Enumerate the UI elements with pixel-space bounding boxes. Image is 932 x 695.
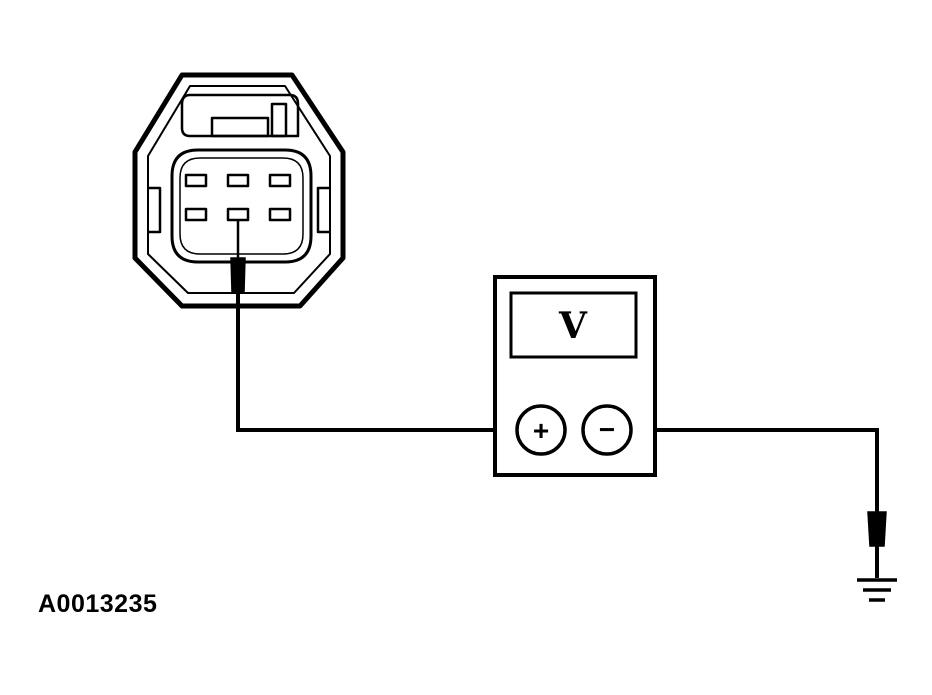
pin-terminal [184,207,208,222]
connector-outer-housing [132,72,346,309]
positive-lead-wire [236,292,516,432]
probe-tip [230,257,246,293]
back-probe [230,220,246,293]
connector-left-key [148,186,162,234]
pin-terminal [268,173,292,188]
connector-latch-recess [180,93,300,138]
ground-probe [867,511,887,578]
connector-pin-cavity-inner [179,157,304,255]
pin-terminal [268,207,292,222]
connector [132,72,346,309]
ground-probe-body [867,511,887,547]
positive-terminal-sign: + [533,415,549,446]
negative-lead-wire [632,428,879,512]
pin-terminal [184,173,208,188]
meter-display [509,291,638,359]
ground-symbol [857,578,897,602]
meter-display-symbol: V [558,305,588,347]
connector-latch-clip [270,102,288,138]
pin-terminal [226,173,250,188]
pin-terminal-probed [226,207,250,222]
positive-terminal [515,404,567,456]
connector-pin-cavity [170,148,313,264]
negative-terminal [581,404,633,456]
voltmeter: V + − [493,275,657,477]
connector-latch-tab [210,116,270,138]
negative-terminal-sign: − [599,414,615,445]
connector-right-key [316,186,330,234]
figure-reference-code: A0013235 [38,590,158,618]
